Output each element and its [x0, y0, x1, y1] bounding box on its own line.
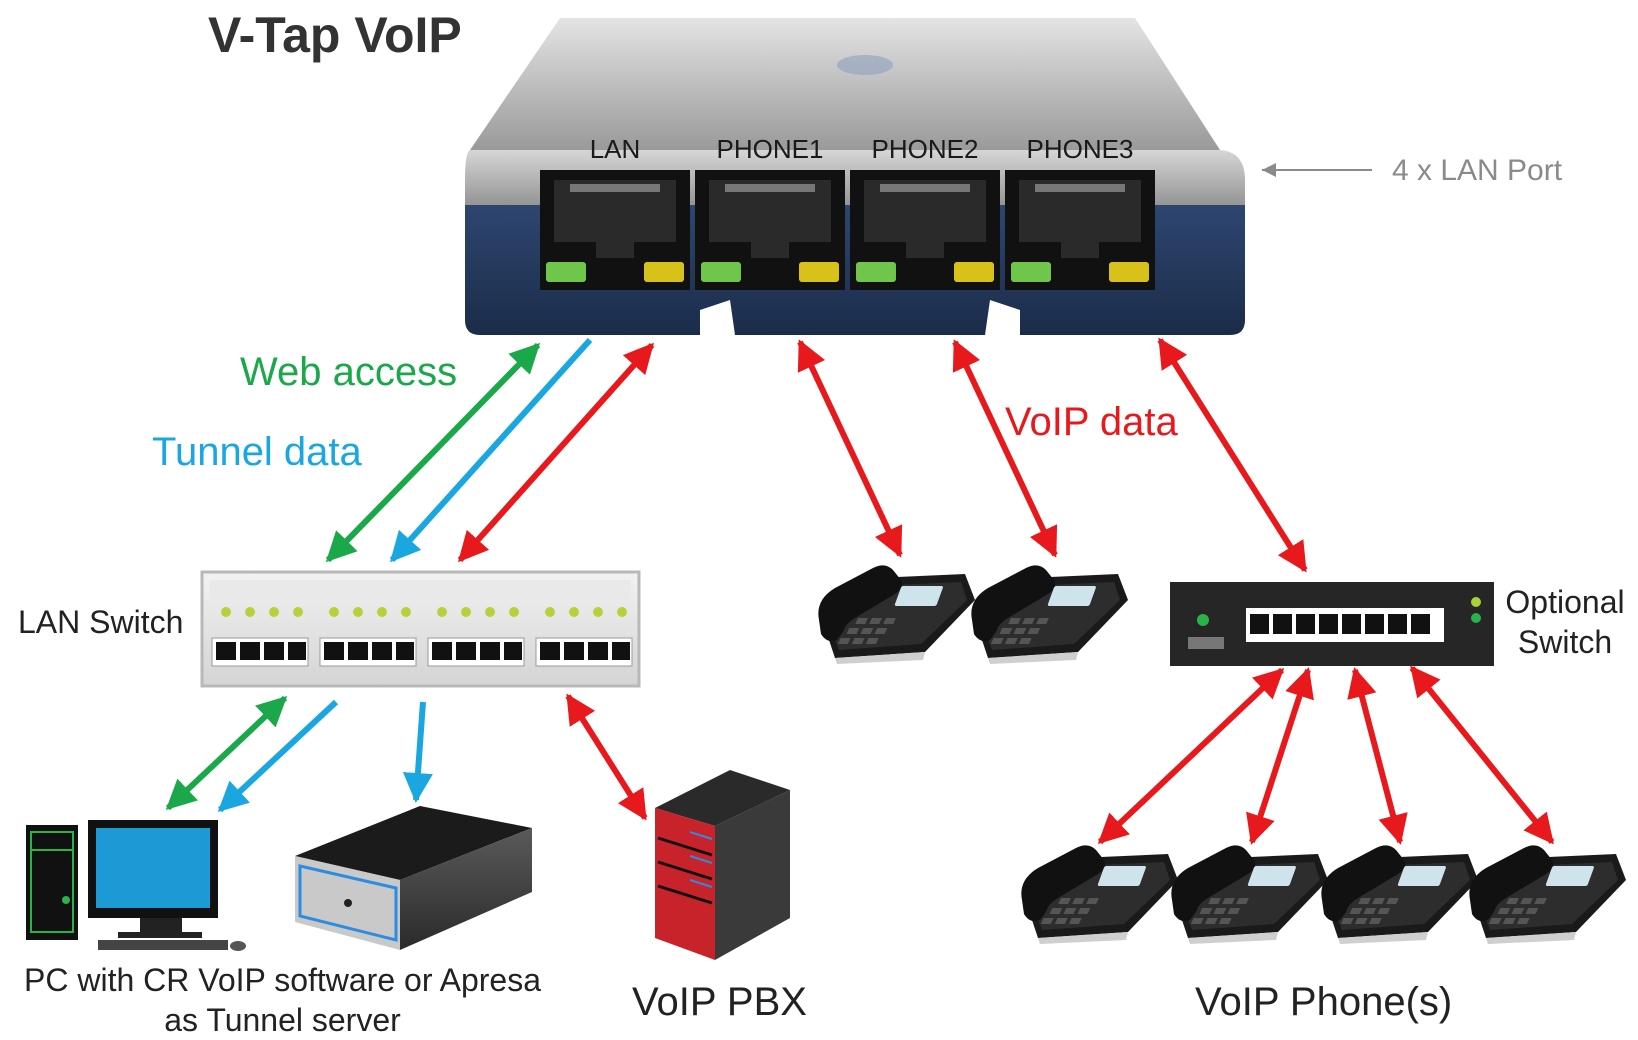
port-label-lan: LAN	[590, 134, 641, 164]
device-port-phone2	[850, 170, 1000, 290]
arrow-voip-switch-phone-a	[1097, 667, 1285, 845]
device-port-phone3	[1005, 170, 1155, 290]
lan-switch	[200, 570, 641, 688]
arrow-tunnel-pc	[217, 699, 339, 813]
arrow-voip-phone3	[1157, 337, 1308, 573]
arrow-voip-switch-phone-c	[1347, 667, 1408, 845]
phones-label: VoIP Phone(s)	[1195, 980, 1453, 1024]
lan-port-pointer	[1262, 163, 1372, 177]
port-label-phone3: PHONE3	[1027, 134, 1134, 164]
voip-phone-1	[818, 565, 975, 664]
tunnel-data-label: Tunnel data	[152, 430, 362, 474]
device-port-lan	[540, 170, 690, 290]
port-label-phone2: PHONE2	[872, 134, 979, 164]
voip-phone-5	[1321, 845, 1478, 944]
voip-phone-3	[1021, 845, 1178, 944]
web-access-label: Web access	[240, 350, 458, 394]
port-label-phone1: PHONE1	[717, 134, 824, 164]
arrow-voip-switch-phone-b	[1246, 667, 1314, 845]
arrow-voip-switch-phone-d	[1409, 665, 1555, 845]
voip-phone-4	[1171, 845, 1328, 944]
voip-data-label: VoIP data	[1005, 400, 1178, 444]
tunnel-server	[295, 806, 532, 950]
arrow-voip-phone2	[952, 339, 1058, 558]
pc-label: PC with CR VoIP software or Apresa as Tu…	[24, 962, 541, 1038]
optional-switch-label: Optional Switch	[1500, 582, 1630, 662]
arrow-web-access-pc	[165, 695, 288, 811]
device-port-phone1	[695, 170, 845, 290]
pbx-label: VoIP PBX	[632, 980, 807, 1024]
vtap-device: LAN PHONE1 PHONE2 PHONE3	[465, 18, 1245, 335]
arrow-voip-pbx	[565, 693, 648, 821]
arrow-tunnel-server	[402, 701, 433, 803]
pc-workstation	[26, 820, 246, 951]
arrow-voip-phone1	[797, 339, 903, 558]
arrow-voip-device-switch	[457, 342, 655, 563]
voip-phone-2	[971, 565, 1128, 664]
optional-switch-label-text: Optional Switch	[1505, 584, 1625, 660]
voip-pbx	[655, 770, 790, 960]
page-title: V-Tap VoIP	[208, 7, 462, 63]
voip-phone-6	[1469, 845, 1626, 944]
lan-port-note: 4 x LAN Port	[1392, 154, 1563, 187]
lan-switch-label: LAN Switch	[18, 604, 184, 640]
optional-switch	[1170, 582, 1494, 666]
